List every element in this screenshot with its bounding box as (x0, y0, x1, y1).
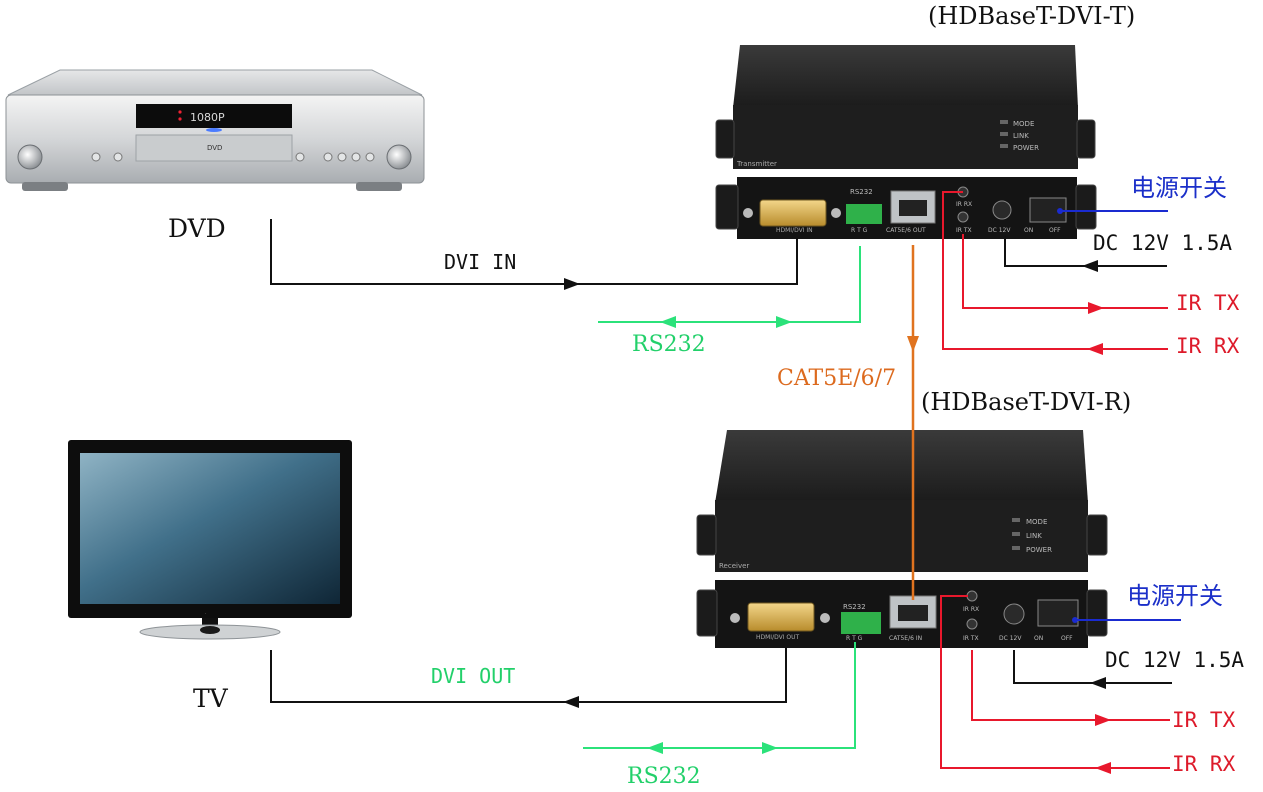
dc-top-label: DC 12V 1.5A (1093, 231, 1233, 255)
rx-port-rs232: RS232 (843, 603, 866, 611)
rx-port-cat: CAT5E/6 IN (889, 635, 922, 642)
dc-top-arrow (1082, 260, 1098, 272)
ir-rx-top-line (942, 191, 1168, 350)
receiver-panel-label: Receiver (719, 562, 749, 570)
ir-rx-top-arrow (1087, 343, 1103, 355)
transmitter-title: (HDBaseT-DVI-T) (928, 2, 1136, 30)
rx-led-mode: MODE (1026, 518, 1047, 526)
rx-led-power: POWER (1026, 546, 1052, 554)
rs232-bottom-arrow-left (647, 742, 663, 754)
tx-port-ir-rx: IR RX (956, 201, 972, 208)
dvi-in-line (270, 219, 798, 285)
receiver-device: Receiver MODE LINK POWER HDMI/DVI OUT RS… (696, 430, 1108, 648)
dvd-player-icon: 1080P DVD (5, 69, 425, 191)
tx-led-mode: MODE (1013, 120, 1034, 128)
ir-rx-bottom-line (940, 595, 1170, 769)
rx-port-dc: DC 12V (999, 635, 1022, 642)
power-switch-bottom-label: 电源开关 (1127, 582, 1223, 610)
rs232-bottom-label: RS232 (627, 764, 701, 789)
tx-port-ir-tx: IR TX (956, 227, 972, 234)
dvi-out-label: DVI OUT (431, 664, 516, 688)
tv-icon: . (68, 440, 352, 640)
rx-led-link: LINK (1026, 532, 1042, 540)
dvi-out-arrow (563, 696, 579, 708)
dc-bottom-label: DC 12V 1.5A (1105, 648, 1245, 672)
rx-port-rs232-pins: R T G (846, 635, 863, 642)
rx-port-on: ON (1034, 635, 1043, 642)
rs232-top-arrow-left (660, 316, 676, 328)
cat-cable-arrow (907, 336, 919, 352)
rx-port-ir-rx: IR RX (963, 606, 979, 613)
transmitter-panel-label: Transmitter (736, 160, 777, 168)
tx-port-dc: DC 12V (988, 227, 1011, 234)
dc-bottom-arrow (1090, 677, 1106, 689)
dvi-in-label: DVI IN (444, 250, 517, 274)
ir-tx-top-arrow (1088, 302, 1104, 314)
rx-port-ir-tx: IR TX (963, 635, 979, 642)
ir-rx-bottom-arrow (1095, 762, 1111, 774)
dvi-out-line (270, 648, 787, 703)
tx-port-cat: CAT5E/6 OUT (886, 227, 926, 234)
ir-tx-bottom-label: IR TX (1172, 708, 1236, 732)
tx-port-rs232: RS232 (850, 188, 873, 196)
rs232-top-label: RS232 (632, 332, 706, 357)
dvd-display-text: 1080P (190, 111, 225, 124)
rs232-top-line (598, 246, 861, 323)
transmitter-device: Transmitter MODE LINK POWER HDMI/DVI IN … (715, 45, 1097, 239)
dvd-logo-text: DVD (207, 144, 222, 152)
dc-top-line (1004, 236, 1167, 267)
rs232-top-arrow-right (776, 316, 792, 328)
svg-text:.: . (205, 610, 206, 615)
power-switch-top-label: 电源开关 (1131, 174, 1227, 202)
cat-cable-label: CAT5E/6/7 (777, 366, 897, 391)
rs232-bottom-line (583, 642, 856, 749)
power-switch-top-line (1057, 208, 1168, 214)
tv-label: TV (193, 684, 228, 713)
tx-port-rs232-pins: R T G (851, 227, 868, 234)
dvd-label: DVD (168, 214, 226, 243)
ir-tx-bottom-arrow (1095, 714, 1111, 726)
tx-led-link: LINK (1013, 132, 1029, 140)
rs232-bottom-arrow-right (762, 742, 778, 754)
ir-rx-bottom-label: IR RX (1172, 752, 1236, 776)
tx-port-video: HDMI/DVI IN (776, 227, 813, 234)
ir-rx-top-label: IR RX (1176, 334, 1240, 358)
power-switch-bottom-line (1072, 617, 1181, 623)
tx-port-on: ON (1024, 227, 1033, 234)
receiver-title: (HDBaseT-DVI-R) (921, 388, 1132, 416)
tx-led-power: POWER (1013, 144, 1039, 152)
dvi-in-arrow (564, 278, 580, 290)
ir-tx-top-label: IR TX (1176, 291, 1240, 315)
rx-port-off: OFF (1061, 635, 1073, 642)
dc-bottom-line (1013, 650, 1172, 684)
tx-port-off: OFF (1049, 227, 1061, 234)
rx-port-video: HDMI/DVI OUT (756, 634, 800, 641)
